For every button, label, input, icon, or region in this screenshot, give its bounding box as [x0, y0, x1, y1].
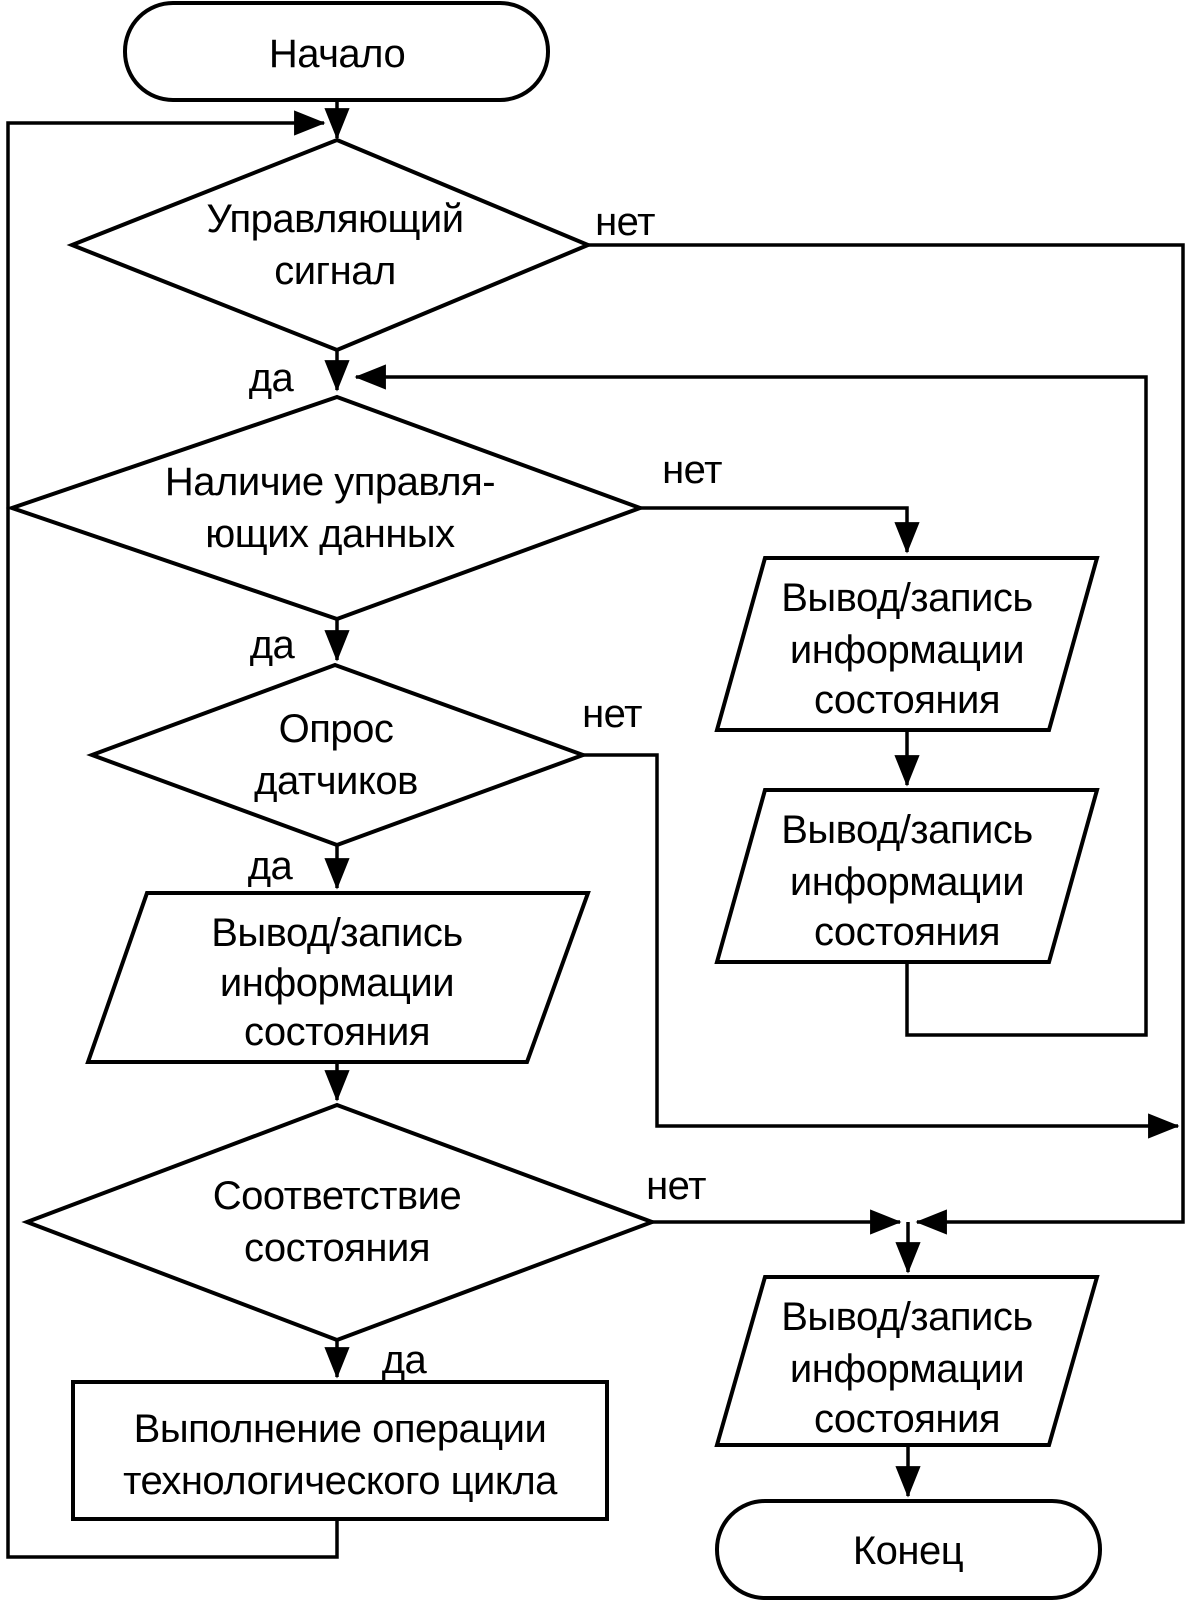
edge-control-signal-no — [588, 243, 1185, 1235]
label-control-data-no: нет — [662, 448, 722, 492]
decision-state-match-line2: состояния — [244, 1226, 430, 1270]
decision-control-signal-line2: сигнал — [274, 249, 396, 293]
decision-control-signal: Управляющий сигнал — [66, 137, 594, 353]
io-write-state-bottom-line2: информации — [790, 1347, 1024, 1391]
decision-sensor-poll-shape — [86, 662, 589, 848]
io-write-state-right-1: Вывод/запись информации состояния — [714, 556, 1100, 732]
io-write-state-right-1-line3: состояния — [814, 678, 1000, 722]
label-state-match-yes: да — [382, 1338, 428, 1382]
io-write-state-left-line3: состояния — [244, 1010, 430, 1054]
end-terminator: Конец — [715, 1499, 1102, 1600]
edge-feedback-right-to-control-data — [354, 364, 1148, 1037]
decision-control-data-shape — [5, 394, 646, 622]
decision-control-data-line1: Наличие управля- — [165, 460, 495, 504]
io-write-state-right-1-line2: информации — [790, 628, 1024, 672]
io-write-state-right-2-line2: информации — [790, 860, 1024, 904]
label-control-signal-no: нет — [595, 200, 655, 244]
io-write-state-right-2-line1: Вывод/запись — [781, 808, 1032, 852]
start-terminator: Начало — [123, 1, 550, 102]
io-write-state-bottom-shape — [714, 1275, 1100, 1447]
label-control-signal-yes: да — [249, 356, 295, 400]
decision-state-match-shape — [21, 1102, 658, 1343]
start-terminator-shape — [123, 1, 550, 102]
label-state-match-no: нет — [646, 1164, 706, 1208]
decision-sensor-poll-line1: Опрос — [279, 707, 394, 751]
decision-control-signal-line1: Управляющий — [206, 197, 463, 241]
start-label: Начало — [269, 32, 405, 76]
io-write-state-left: Вывод/запись информации состояния — [85, 891, 591, 1064]
label-sensor-poll-yes: да — [248, 844, 294, 888]
process-exec-operation-shape — [71, 1380, 609, 1521]
edge-loop-exec-to-top — [6, 110, 339, 1559]
decision-state-match: Соответствие состояния — [21, 1102, 658, 1343]
io-write-state-left-line2: информации — [220, 961, 454, 1005]
process-exec-operation-line2: технологического цикла — [123, 1459, 558, 1503]
io-write-state-bottom-line3: состояния — [814, 1397, 1000, 1441]
decision-sensor-poll-line2: датчиков — [254, 759, 418, 803]
label-sensor-poll-no: нет — [582, 692, 642, 736]
io-write-state-right-2: Вывод/запись информации состояния — [714, 788, 1100, 964]
io-write-state-bottom-line1: Вывод/запись — [781, 1295, 1032, 1339]
decision-sensor-poll: Опрос датчиков — [86, 662, 589, 848]
edge-control-data-no — [640, 506, 920, 554]
process-exec-operation: Выполнение операции технологического цик… — [71, 1380, 609, 1521]
edge-sensor-poll-no — [583, 753, 1180, 1139]
io-write-state-right-1-line1: Вывод/запись — [781, 576, 1032, 620]
decision-control-data-line2: ющих данных — [205, 512, 455, 556]
io-write-state-right-1-shape — [714, 556, 1100, 732]
decision-control-data: Наличие управля- ющих данных — [5, 394, 646, 622]
process-exec-operation-line1: Выполнение операции — [134, 1407, 547, 1451]
decision-control-signal-shape — [66, 137, 594, 353]
end-terminator-shape — [715, 1499, 1102, 1600]
io-write-state-bottom: Вывод/запись информации состояния — [714, 1275, 1100, 1447]
io-write-state-right-2-line3: состояния — [814, 910, 1000, 954]
io-write-state-right-2-shape — [714, 788, 1100, 964]
io-write-state-left-shape — [85, 891, 591, 1064]
io-write-state-left-line1: Вывод/запись — [211, 911, 462, 955]
decision-state-match-line1: Соответствие — [213, 1174, 462, 1218]
end-label: Конец — [853, 1529, 963, 1573]
label-control-data-yes: да — [250, 623, 296, 667]
